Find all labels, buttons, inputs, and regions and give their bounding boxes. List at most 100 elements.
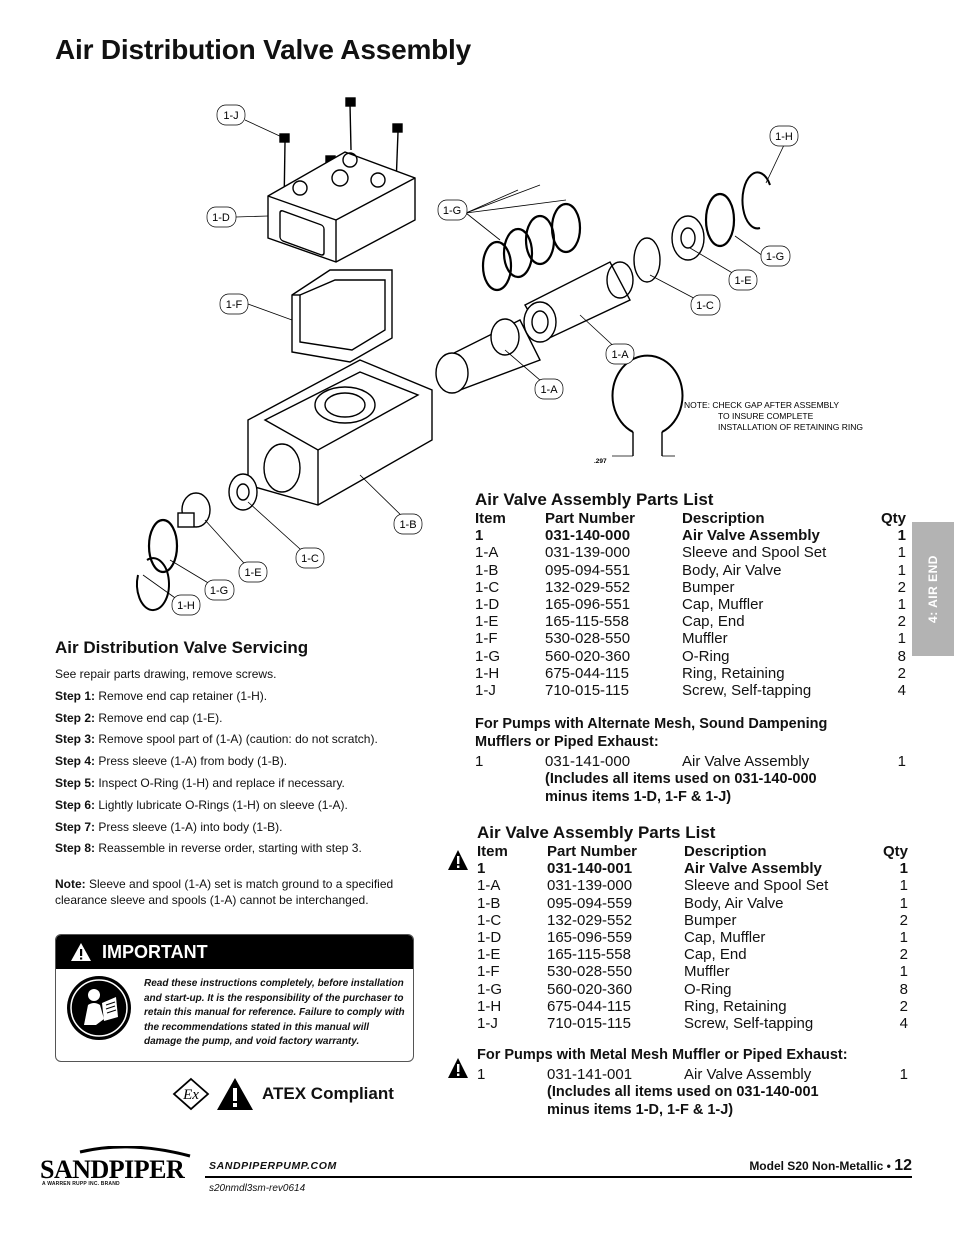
gap-dimension: .297 xyxy=(594,458,607,465)
callout-1-B: 1-B xyxy=(393,513,423,535)
muffler-cap-illustration xyxy=(267,151,416,263)
servicing-intro: See repair parts drawing, remove screws. xyxy=(55,667,277,681)
parts-list-1-includes: (Includes all items used on 031-140-000 … xyxy=(545,771,817,806)
gap-note-line-1: NOTE: CHECK GAP AFTER ASSEMBLY xyxy=(684,400,839,410)
step-6: Step 6: Lightly lubricate O-Rings (1-H) … xyxy=(55,797,348,812)
callout-1-E: 1-E xyxy=(238,561,268,583)
svg-text:1-G: 1-G xyxy=(443,205,461,217)
ex-mark-icon: Ex xyxy=(172,1077,210,1111)
footer-divider xyxy=(205,1176,912,1178)
svg-text:1-E: 1-E xyxy=(244,567,261,579)
brand-tagline: A WARREN RUPP INC. BRAND xyxy=(42,1181,120,1187)
sleeve-spool-illustration xyxy=(435,261,634,394)
parts-list-2-title: Air Valve Assembly Parts List xyxy=(477,823,716,842)
section-tab-label: 4: AIR END xyxy=(926,555,940,623)
gap-note-line-3: INSTALLATION OF RETAINING RING xyxy=(718,422,863,432)
servicing-steps: See repair parts drawing, remove screws.… xyxy=(55,664,440,908)
parts-list-2-subheading: For Pumps with Metal Mesh Muffler or Pip… xyxy=(477,1047,848,1064)
warning-icon xyxy=(448,850,468,870)
svg-text:SANDPIPER: SANDPIPER xyxy=(40,1155,185,1182)
callout-1-A: 1-A xyxy=(534,378,564,400)
svg-text:1-E: 1-E xyxy=(734,275,751,287)
sandpiper-logo: SANDPIPER xyxy=(40,1145,200,1187)
svg-text:1-B: 1-B xyxy=(399,519,416,531)
valve-body-illustration xyxy=(247,359,433,506)
svg-text:Ex: Ex xyxy=(182,1087,199,1103)
important-heading: IMPORTANT xyxy=(102,941,208,962)
callout-1-J: 1-J xyxy=(216,104,246,126)
gap-note-line-2: TO INSURE COMPLETE xyxy=(718,411,814,421)
svg-text:1-H: 1-H xyxy=(177,600,195,612)
step-2: Step 2: Remove end cap (1-E). xyxy=(55,710,223,725)
callout-1-F: 1-F xyxy=(219,293,249,315)
svg-text:1-C: 1-C xyxy=(301,553,319,565)
svg-text:1-C: 1-C xyxy=(696,300,714,312)
important-header: IMPORTANT xyxy=(56,935,413,969)
document-revision: s20nmdl3sm-rev0614 xyxy=(209,1183,306,1194)
step-1: Step 1: Remove end cap retainer (1-H). xyxy=(55,688,268,703)
warning-icon xyxy=(448,1058,468,1078)
website-link[interactable]: SANDPIPERPUMP.COM xyxy=(209,1160,337,1172)
read-manual-icon xyxy=(67,976,131,1040)
svg-text:1-A: 1-A xyxy=(611,349,629,361)
step-7: Step 7: Press sleeve (1-A) into body (1-… xyxy=(55,819,283,834)
warning-icon xyxy=(217,1078,253,1110)
atex-compliance: Ex ATEX Compliant xyxy=(172,1076,394,1112)
svg-text:1-F: 1-F xyxy=(226,299,243,311)
callout-1-E: 1-E xyxy=(728,269,758,291)
important-text: Read these instructions completely, befo… xyxy=(144,978,405,1047)
callout-1-H: 1-H xyxy=(171,594,201,616)
warning-icon xyxy=(71,943,91,961)
callout-1-D: 1-D xyxy=(206,206,237,228)
callout-1-C: 1-C xyxy=(295,547,325,569)
svg-text:1-D: 1-D xyxy=(212,212,230,224)
svg-text:1-G: 1-G xyxy=(766,251,784,263)
step-8: Step 8: Reassemble in reverse order, sta… xyxy=(55,841,362,856)
parts-list-2-includes: (Includes all items used on 031-140-001 … xyxy=(547,1084,819,1119)
callout-1-H: 1-H xyxy=(769,125,799,147)
exploded-diagram: 1-J 1-D 1-F 1-H 1-G 1-E 1-C 1-B 1-G 1-A … xyxy=(135,97,863,616)
parts-list-1-title: Air Valve Assembly Parts List xyxy=(475,490,714,509)
step-4: Step 4: Press sleeve (1-A) from body (1-… xyxy=(55,754,288,769)
step-5: Step 5: Inspect O-Ring (1-H) and replace… xyxy=(55,775,345,790)
servicing-note: Note: Sleeve and spool (1-A) set is matc… xyxy=(55,877,394,908)
svg-text:1-J: 1-J xyxy=(223,110,238,122)
muffler-illustration xyxy=(291,269,393,363)
callout-1-C: 1-C xyxy=(690,294,721,316)
callout-1-G: 1-G xyxy=(204,579,235,601)
servicing-title: Air Distribution Valve Servicing xyxy=(55,638,309,657)
page-number: 12 xyxy=(894,1157,912,1174)
parts-list-1-subheading: For Pumps with Alternate Mesh, Sound Dam… xyxy=(475,716,828,751)
atex-label: ATEX Compliant xyxy=(262,1084,394,1103)
svg-text:1-H: 1-H xyxy=(775,131,793,143)
svg-text:1-A: 1-A xyxy=(540,384,558,396)
callout-1-G: 1-G xyxy=(437,199,468,221)
step-3: Step 3: Remove spool part of (1-A) (caut… xyxy=(55,732,378,747)
svg-text:1-G: 1-G xyxy=(210,585,228,597)
callout-1-G: 1-G xyxy=(760,245,791,267)
